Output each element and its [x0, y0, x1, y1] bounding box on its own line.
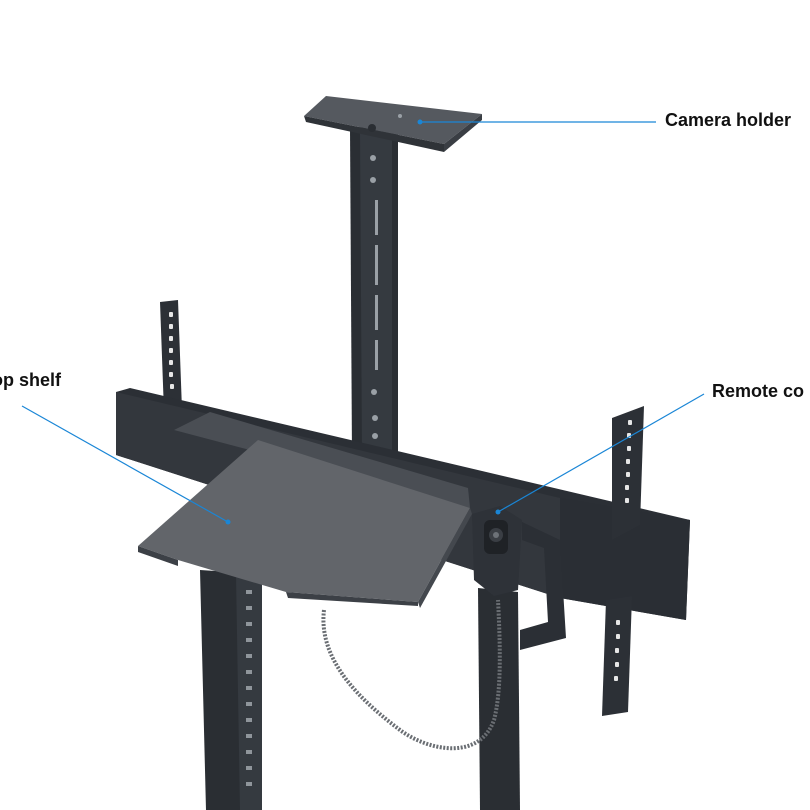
laptop-shelf-leader-dot	[225, 519, 231, 525]
laptop-shelf	[138, 412, 472, 608]
laptop-shelf-label: op shelf	[0, 370, 62, 390]
braided-cable	[321, 599, 502, 751]
callout-leaders	[21, 119, 705, 525]
left-vesa-bracket	[160, 300, 182, 412]
remote-control-label: Remote co	[712, 381, 805, 401]
remote-control-leader	[497, 393, 705, 513]
camera-holder-plate	[304, 96, 482, 152]
remote-holder	[472, 506, 566, 650]
camera-column	[350, 124, 398, 458]
remote-control-leader-dot	[495, 509, 501, 515]
camera-holder-label: Camera holder	[665, 110, 792, 130]
laptop-shelf-leader	[21, 405, 229, 523]
camera-holder-leader-dot	[417, 119, 423, 125]
right-vesa-bracket	[602, 406, 644, 716]
lower-columns	[200, 570, 520, 810]
